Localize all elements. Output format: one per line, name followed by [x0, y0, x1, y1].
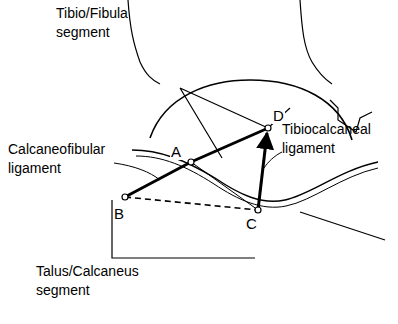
point-marker	[255, 207, 261, 213]
segment-lines	[180, 88, 290, 158]
calcaneus-outline	[112, 200, 255, 258]
point-marker	[265, 125, 271, 131]
talar-surface	[132, 150, 378, 201]
fibula-outline	[300, 0, 332, 84]
tibiocalcaneal-ligament	[258, 133, 267, 210]
leader-line	[264, 152, 282, 168]
point-label: A	[170, 144, 182, 160]
leader-line	[114, 163, 160, 180]
calcaneus-outline-right	[300, 212, 385, 240]
point-label: B	[113, 206, 125, 222]
ligament-label: Tibiocalcaneal ligament	[282, 120, 394, 158]
point-marker	[122, 194, 128, 200]
tibia-outline	[128, 0, 160, 84]
point-label: C	[245, 216, 258, 232]
axis-line	[191, 162, 258, 210]
point-label: D	[272, 108, 285, 124]
talar-surface-inner	[136, 156, 378, 207]
segment-label: Talus/Calcaneus segment	[36, 262, 171, 300]
ligament-label: Calcaneofibular ligament	[8, 140, 120, 178]
reference-line	[125, 197, 258, 210]
point-marker	[188, 159, 194, 165]
calcaneofibular-ligament	[125, 129, 266, 197]
segment-label: Tibio/Fibula segment	[56, 4, 156, 42]
